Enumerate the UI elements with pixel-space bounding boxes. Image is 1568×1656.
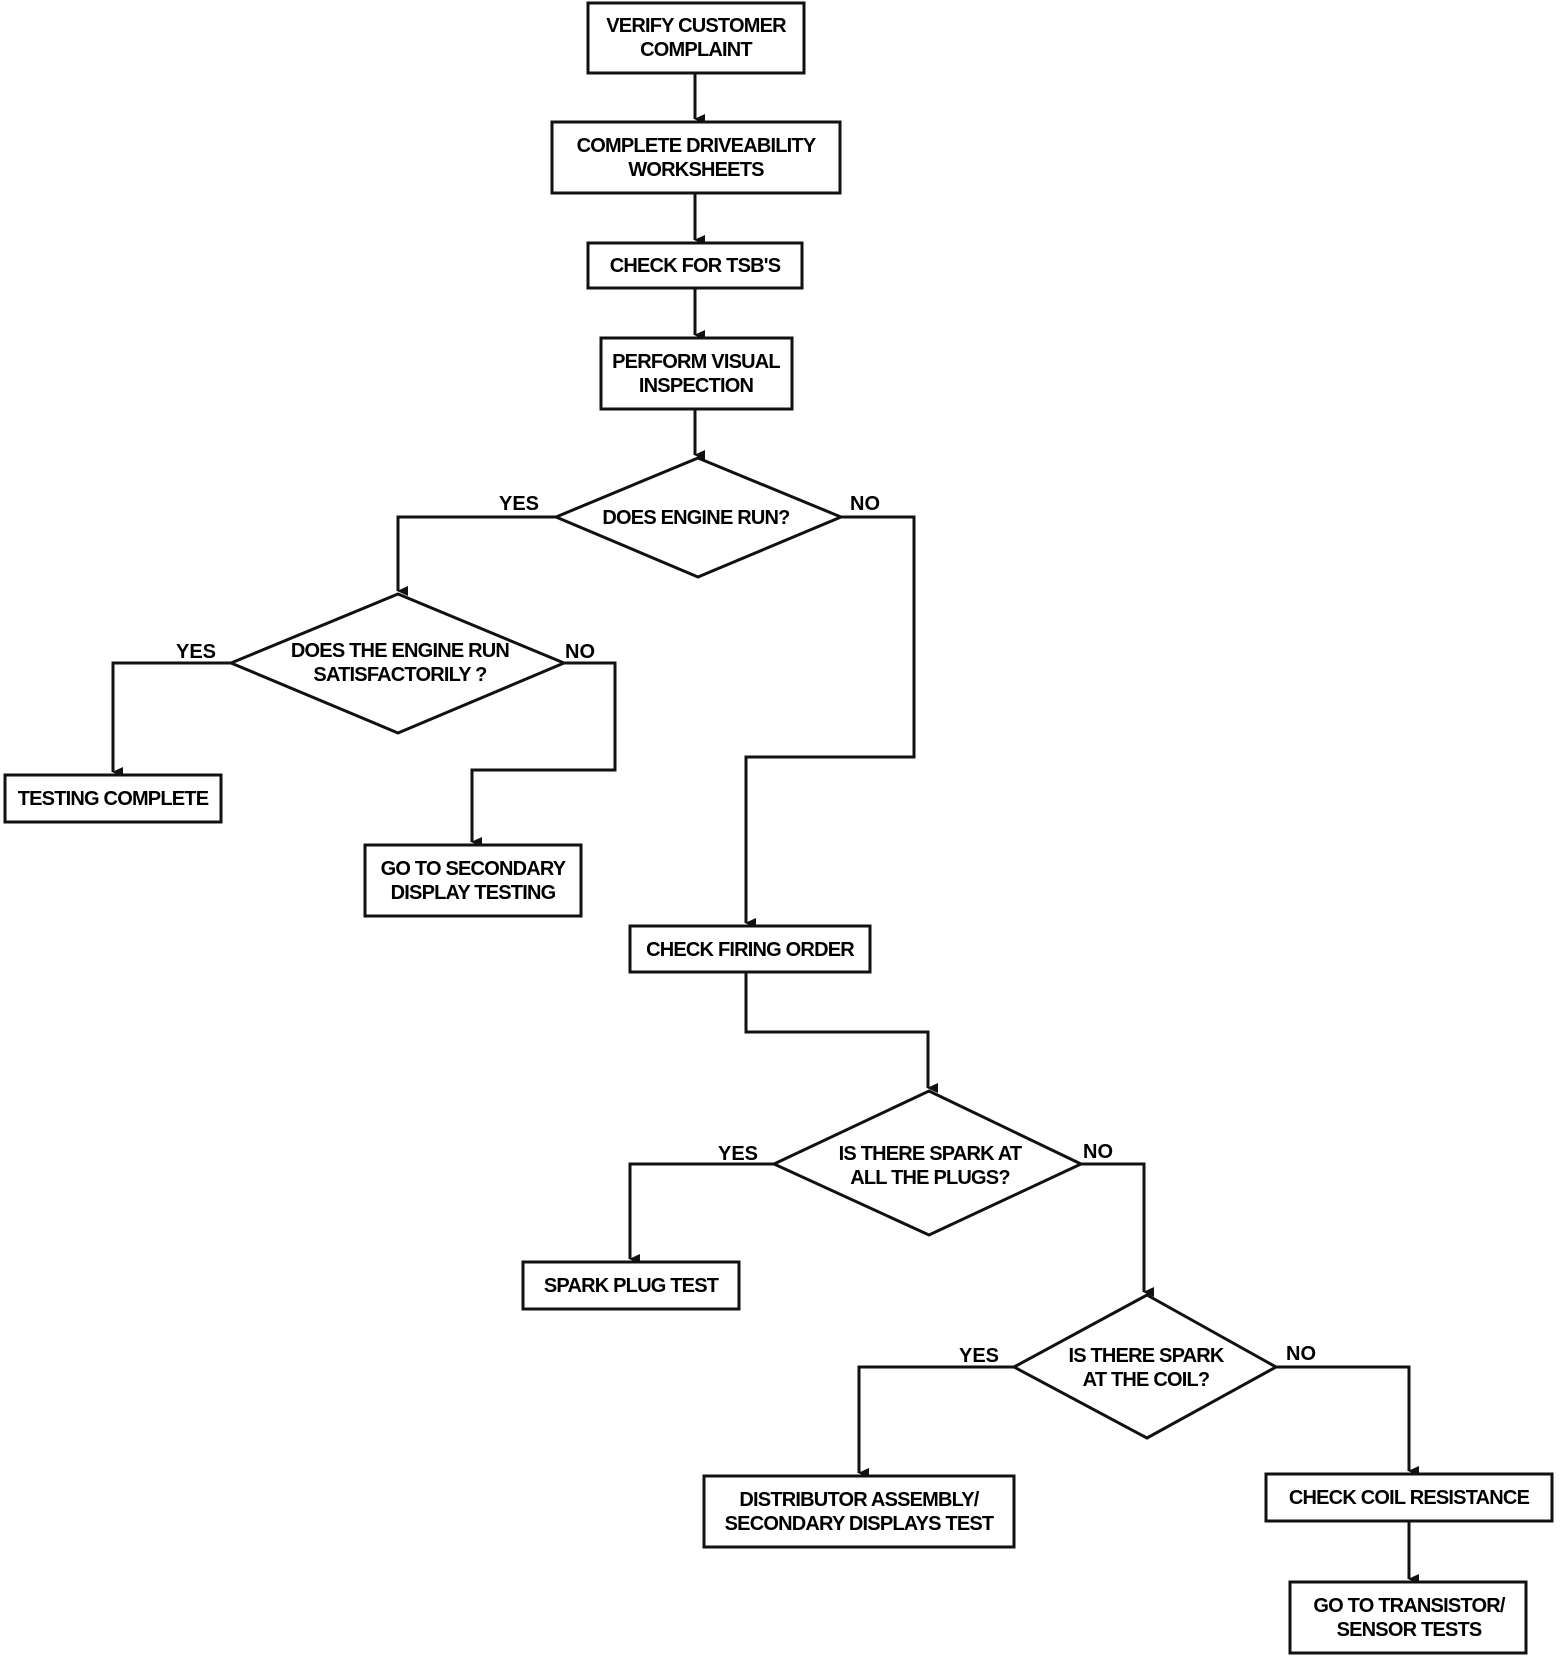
node-distributor-test-line-1: DISTRIBUTOR ASSEMBLY/	[739, 1489, 979, 1511]
connector-plugs-no	[1081, 1162, 1154, 1297]
decision-run-satisfactorily-line-1: DOES THE ENGINE RUN	[291, 640, 510, 662]
node-testing-complete-line-1: TESTING COMPLETE	[18, 788, 209, 810]
node-distributor-test: DISTRIBUTOR ASSEMBLY/ SECONDARY DISPLAYS…	[702, 1474, 1016, 1549]
node-driveability-line-2: WORKSHEETS	[628, 159, 764, 181]
node-testing-complete: TESTING COMPLETE	[3, 773, 223, 824]
edge-label-engine-run-yes: YES	[499, 493, 539, 515]
decision-spark-coil-line-2: AT THE COIL?	[1083, 1369, 1210, 1391]
decision-spark-plugs-line-2: ALL THE PLUGS?	[850, 1167, 1010, 1189]
edge-label-satisfactorily-yes: YES	[176, 641, 216, 663]
connector-engine-run-no	[744, 515, 916, 928]
node-spark-plug-test: SPARK PLUG TEST	[521, 1260, 741, 1311]
node-tsb: CHECK FOR TSB'S	[586, 241, 804, 290]
connector-plugs-yes	[628, 1162, 774, 1264]
decision-spark-plugs-line-1: IS THERE SPARK AT	[839, 1143, 1022, 1165]
node-secondary-display-line-1: GO TO SECONDARY	[381, 858, 567, 880]
connector-coil-no	[1276, 1365, 1419, 1476]
node-distributor-test-line-2: SECONDARY DISPLAYS TEST	[725, 1513, 994, 1535]
decision-engine-run: DOES ENGINE RUN?	[552, 456, 845, 579]
connectors	[111, 73, 1419, 1584]
node-coil-resistance-line-1: CHECK COIL RESISTANCE	[1289, 1487, 1530, 1509]
node-coil-resistance: CHECK COIL RESISTANCE	[1264, 1472, 1554, 1523]
decision-run-satisfactorily-line-2: SATISFACTORILY ?	[313, 664, 487, 686]
node-transistor-tests-line-1: GO TO TRANSISTOR/	[1313, 1595, 1505, 1617]
node-driveability-line-1: COMPLETE DRIVEABILITY	[577, 135, 817, 157]
connector-satisfactorily-yes	[111, 661, 231, 777]
node-firing-order: CHECK FIRING ORDER	[628, 924, 872, 974]
node-spark-plug-test-line-1: SPARK PLUG TEST	[544, 1275, 719, 1297]
edge-label-engine-run-no: NO	[850, 493, 880, 515]
decision-engine-run-line-1: DOES ENGINE RUN?	[602, 507, 790, 529]
node-secondary-display: GO TO SECONDARY DISPLAY TESTING	[363, 843, 583, 918]
edge-label-coil-no: NO	[1286, 1343, 1316, 1365]
connector-engine-run-yes	[396, 515, 556, 596]
edge-label-satisfactorily-no: NO	[565, 641, 595, 663]
connector-firing-to-plugs	[744, 972, 938, 1093]
decision-spark-coil: IS THERE SPARK AT THE COIL?	[1010, 1293, 1280, 1440]
node-tsb-line-1: CHECK FOR TSB'S	[610, 255, 781, 277]
decision-run-satisfactorily: DOES THE ENGINE RUN SATISFACTORILY ?	[227, 592, 568, 735]
node-verify-line-1: VERIFY CUSTOMER	[606, 15, 787, 37]
node-visual-line-1: PERFORM VISUAL	[612, 351, 780, 373]
node-driveability: COMPLETE DRIVEABILITY WORKSHEETS	[550, 120, 842, 195]
edge-label-coil-yes: YES	[959, 1345, 999, 1367]
decision-spark-plugs: IS THERE SPARK AT ALL THE PLUGS?	[770, 1089, 1085, 1237]
node-transistor-tests-line-2: SENSOR TESTS	[1337, 1619, 1482, 1641]
node-secondary-display-line-2: DISPLAY TESTING	[391, 882, 556, 904]
node-visual-line-2: INSPECTION	[639, 375, 754, 397]
decision-spark-coil-line-1: IS THERE SPARK	[1068, 1345, 1224, 1367]
edge-label-plugs-yes: YES	[718, 1143, 758, 1165]
node-verify-line-2: COMPLAINT	[640, 39, 752, 61]
connector-satisfactorily-no	[470, 661, 617, 847]
connector-coil-yes	[857, 1365, 1014, 1478]
node-verify: VERIFY CUSTOMER COMPLAINT	[586, 1, 806, 75]
node-visual: PERFORM VISUAL INSPECTION	[599, 336, 794, 411]
node-transistor-tests: GO TO TRANSISTOR/ SENSOR TESTS	[1288, 1580, 1528, 1655]
edge-label-plugs-no: NO	[1083, 1141, 1113, 1163]
node-firing-order-line-1: CHECK FIRING ORDER	[646, 939, 855, 961]
